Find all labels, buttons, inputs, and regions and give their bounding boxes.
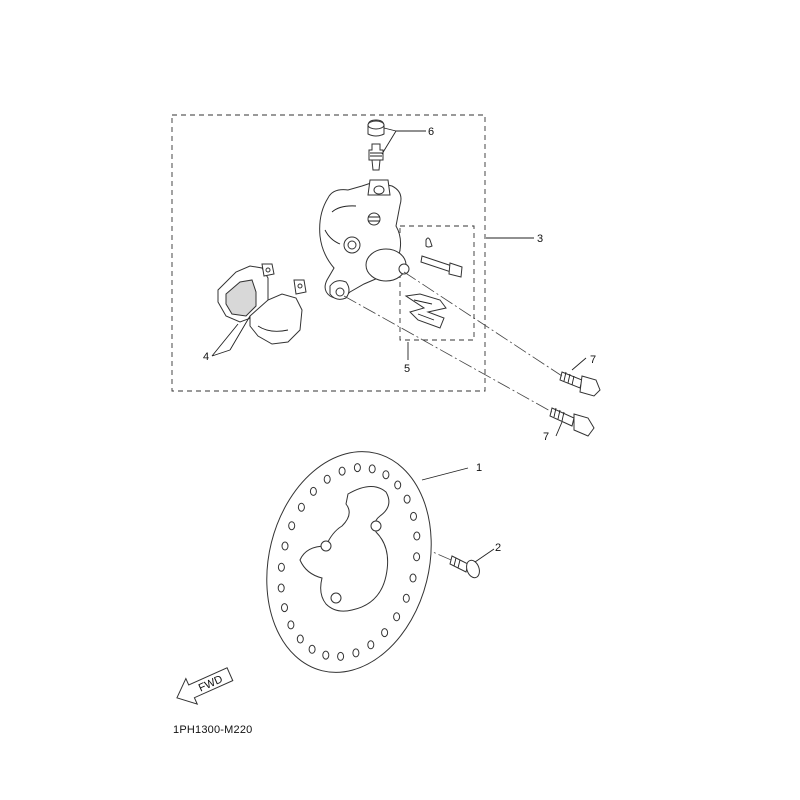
- callout-1: 1: [476, 462, 482, 474]
- callout-7-lower: 7: [543, 431, 549, 443]
- disc-vent-hole: [402, 593, 410, 603]
- callout-5: 5: [404, 363, 410, 375]
- brake-caliper-body: [319, 179, 410, 300]
- disc-vent-hole: [338, 466, 346, 476]
- disc-vent-holes: [277, 463, 421, 661]
- disc-vent-hole: [309, 486, 317, 496]
- disc-vent-hole: [368, 464, 376, 474]
- disc-vent-hole: [308, 644, 316, 654]
- disc-vent-hole: [367, 640, 375, 650]
- seal-kit-frame: [399, 225, 475, 341]
- centerline-lower-bolt: [343, 295, 553, 413]
- disc-vent-hole: [277, 562, 285, 572]
- disc-vent-hole: [297, 502, 305, 512]
- disc-vent-hole: [322, 650, 330, 660]
- disc-vent-hole: [353, 463, 361, 473]
- callout-6: 6: [428, 126, 434, 138]
- disc-vent-hole: [393, 612, 401, 622]
- caliper-assembly-frame: [171, 114, 486, 392]
- disc-vent-hole: [287, 620, 295, 630]
- disc-vent-hole: [281, 541, 289, 551]
- disc-vent-hole: [352, 648, 360, 658]
- disc-vent-hole: [413, 531, 421, 541]
- bleed-screw: [368, 143, 384, 171]
- disc-vent-hole: [323, 474, 331, 484]
- disc-vent-hole: [403, 494, 411, 504]
- disc-vent-hole: [382, 470, 390, 480]
- caliper-pin: [420, 237, 463, 278]
- disc-vent-hole: [409, 573, 417, 583]
- disc-screw: [449, 555, 480, 579]
- fwd-arrow: FWD: [176, 667, 234, 705]
- diagram-code: 1PH1300-M220: [173, 724, 253, 736]
- caliper-bolt-upper: [559, 371, 601, 397]
- disc-vent-hole: [296, 634, 304, 644]
- callout-4: 4: [203, 351, 209, 363]
- caliper-bolt-lower: [549, 407, 595, 437]
- disc-vent-hole: [381, 628, 389, 638]
- disc-vent-hole: [281, 603, 288, 613]
- leader-lines: [211, 127, 587, 563]
- bleed-screw-cap: [367, 119, 385, 137]
- disc-vent-hole: [337, 651, 345, 661]
- brake-pads: [217, 263, 307, 345]
- caliper-seal: [404, 293, 447, 329]
- disc-vent-hole: [410, 511, 417, 521]
- callout-2: 2: [495, 542, 501, 554]
- disc-vent-hole: [277, 583, 285, 593]
- disc-vent-hole: [413, 552, 421, 562]
- centerline-upper-bolt: [403, 271, 563, 377]
- centerline-disc-screw: [377, 527, 459, 564]
- brake-disc: [266, 451, 432, 673]
- callout-7-upper: 7: [590, 354, 596, 366]
- disc-vent-hole: [288, 521, 296, 531]
- disc-vent-hole: [394, 480, 402, 490]
- callout-3: 3: [537, 233, 543, 245]
- fwd-label: FWD: [197, 673, 225, 694]
